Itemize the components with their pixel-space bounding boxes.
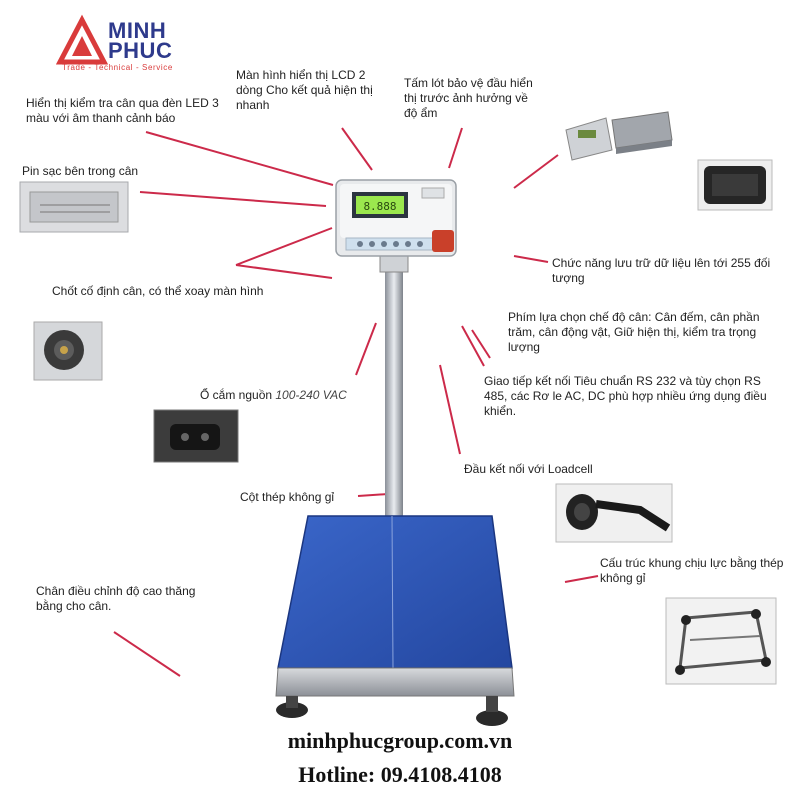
callout-led: Hiển thị kiểm tra cân qua đèn LED 3 màu …: [26, 96, 219, 125]
logo-mark-icon: [56, 14, 109, 65]
callout-loadcell: Đầu kết nối với Loadcell: [464, 462, 593, 476]
logo-line2: PHUC: [108, 38, 173, 63]
callout-frame: Cấu trúc khung chịu lực bằng thép không …: [600, 556, 784, 585]
footer-hotline: Hotline: 09.4108.4108: [298, 762, 502, 787]
callout-power: Ổ cắm nguồn 100-240 VAC: [200, 388, 400, 403]
pin-thumbnail: [33, 321, 103, 381]
callout-memory: Chức năng lưu trữ dữ liệu lên tới 255 đố…: [552, 256, 771, 285]
frame-thumbnail: [665, 597, 777, 685]
callout-mode: Phím lựa chọn chế độ cân: Cân đếm, cân p…: [508, 310, 760, 354]
logo-tagline: Trade - Technical - Service: [62, 63, 173, 72]
weighing-platform: [275, 515, 515, 726]
callout-battery: Pin sạc bên trong cân: [22, 164, 139, 178]
callout-pin: Chốt cố định cân, có thể xoay màn hình: [52, 284, 264, 298]
callout-lcd: Màn hình hiển thị LCD 2 dòng Cho kết quả…: [236, 68, 373, 112]
callout-feet: Chân điều chỉnh độ cao thăng bằng cho câ…: [36, 584, 196, 613]
callout-column: Cột thép không gỉ: [240, 490, 335, 504]
indicator-head: 8.888: [335, 179, 457, 257]
loadcell-thumbnail: [555, 483, 673, 543]
cover-thumbnail: [697, 159, 773, 211]
callout-power-voltage: 100-240 VAC: [275, 388, 347, 402]
logo-line1: MINH: [108, 18, 167, 43]
mini-scale-thumbnail: [565, 111, 673, 161]
callout-interface: Giao tiếp kết nối Tiêu chuẩn RS 232 và t…: [484, 374, 767, 418]
leader-lines: [113, 127, 599, 677]
power-socket-thumbnail: [153, 409, 239, 463]
steel-column: [385, 268, 403, 518]
battery-thumbnail: [19, 181, 129, 233]
callout-cover: Tấm lót bảo vệ đầu hiển thị trước ảnh hư…: [404, 76, 533, 120]
footer-website[interactable]: minhphucgroup.com.vn: [287, 728, 513, 753]
callout-power-prefix: Ổ cắm nguồn: [200, 388, 276, 402]
svg-text:8.888: 8.888: [363, 200, 396, 213]
